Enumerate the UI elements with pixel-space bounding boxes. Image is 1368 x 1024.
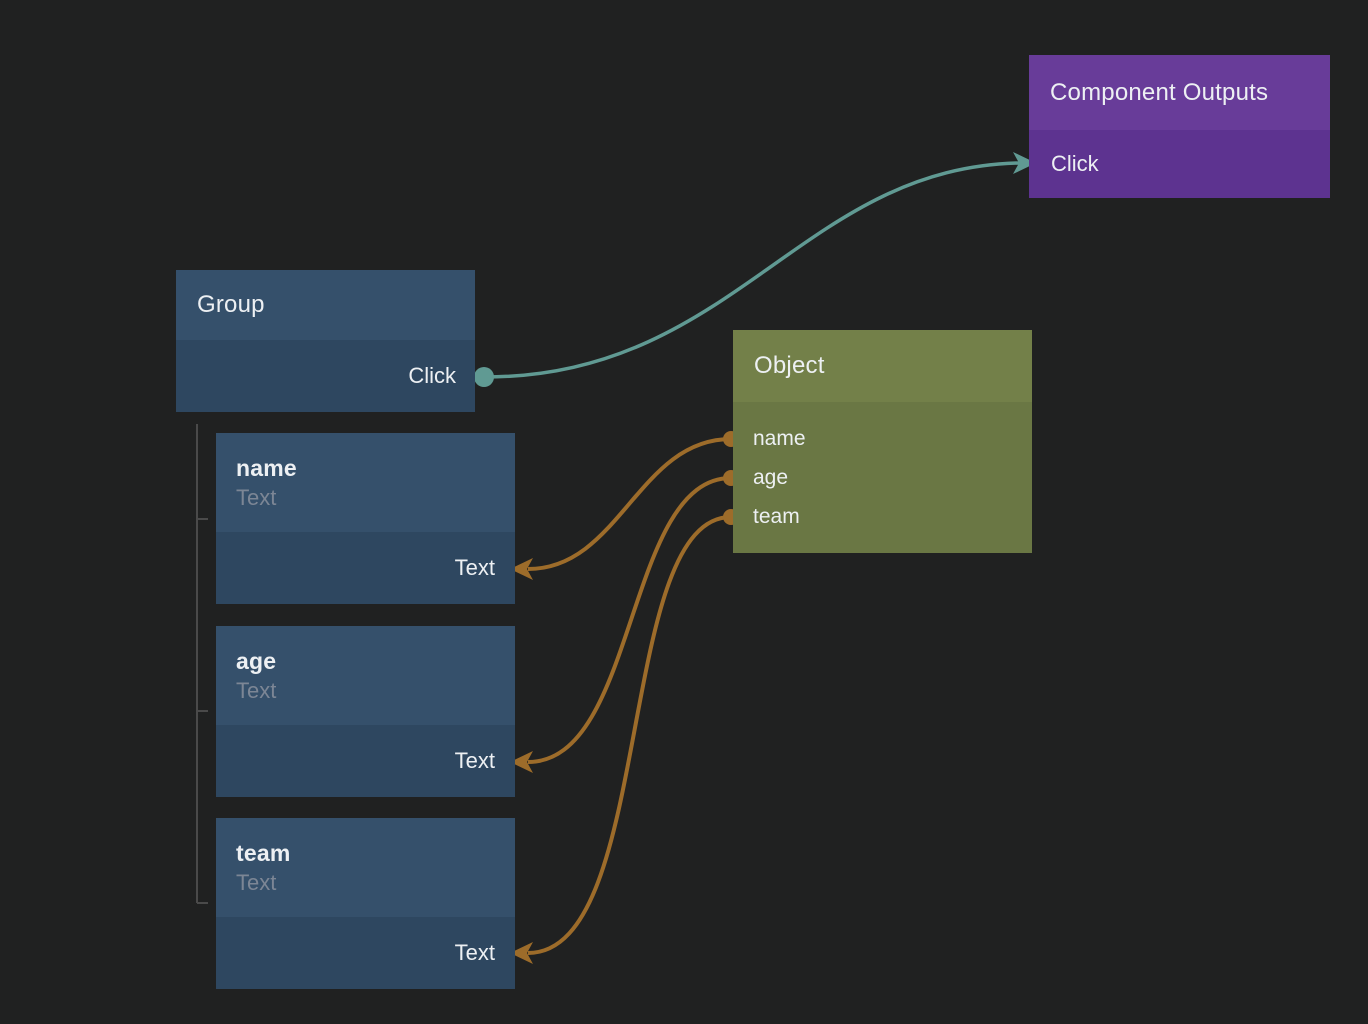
node-field-name-subtitle: Text [236, 484, 277, 510]
node-field-name-body: Text [216, 532, 515, 604]
node-object-body: name age team [733, 402, 1032, 553]
node-group[interactable]: Group Click [176, 270, 475, 412]
node-group-title: Group [197, 291, 265, 318]
node-field-team-body: Text [216, 917, 515, 989]
node-field-team[interactable]: team Text Text [216, 818, 515, 989]
node-object-title: Object [754, 352, 825, 379]
connection-object-age-to-age-text[interactable] [510, 476, 732, 773]
orange-arrowhead-age-icon [510, 751, 533, 773]
orange-arrowhead-name-icon [510, 558, 533, 580]
node-field-name-title: name [236, 454, 297, 481]
node-component-outputs-title: Component Outputs [1050, 78, 1269, 106]
node-group-body: Click [176, 340, 475, 412]
teal-wire[interactable] [483, 161, 1020, 379]
node-field-age-title: age [236, 647, 277, 674]
field-team-text-input-label: Text [454, 940, 495, 965]
connection-object-team-to-team-text[interactable] [510, 515, 732, 964]
node-group-header: Group [176, 270, 475, 340]
orange-wire-team[interactable] [527, 515, 732, 955]
node-component-outputs-header: Component Outputs [1029, 55, 1330, 130]
node-field-age[interactable]: age Text Text [216, 626, 515, 797]
node-object[interactable]: Object name age team [733, 330, 1032, 553]
teal-arrowhead-icon [1013, 152, 1036, 174]
connection-object-name-to-name-text[interactable] [510, 437, 732, 580]
orange-arrowhead-team-icon [510, 942, 533, 964]
object-team-port-label: team [753, 504, 800, 528]
node-field-age-header: age Text [216, 626, 515, 725]
node-field-team-header: team Text [216, 818, 515, 917]
node-field-name[interactable]: name Text Text [216, 433, 515, 604]
group-tree-connector-line [196, 424, 208, 904]
component-outputs-click-port-label: Click [1051, 151, 1099, 176]
group-click-output-port[interactable] [474, 367, 494, 387]
field-name-text-input-label: Text [454, 555, 495, 580]
node-object-header: Object [733, 330, 1032, 402]
connection-group-click-to-component-outputs[interactable] [483, 152, 1036, 379]
field-age-text-input-label: Text [454, 748, 495, 773]
node-field-age-subtitle: Text [236, 677, 277, 703]
object-age-port-label: age [753, 465, 789, 489]
node-field-team-title: team [236, 839, 291, 866]
orange-wire-name[interactable] [527, 437, 732, 571]
node-component-outputs[interactable]: Component Outputs Click [1029, 55, 1330, 198]
object-name-port-label: name [753, 426, 806, 450]
node-field-team-subtitle: Text [236, 869, 277, 895]
node-component-outputs-body: Click [1029, 130, 1330, 198]
node-field-age-body: Text [216, 725, 515, 797]
orange-wire-age[interactable] [527, 476, 732, 764]
group-click-port-label: Click [408, 363, 456, 388]
node-field-name-header: name Text [216, 433, 515, 532]
